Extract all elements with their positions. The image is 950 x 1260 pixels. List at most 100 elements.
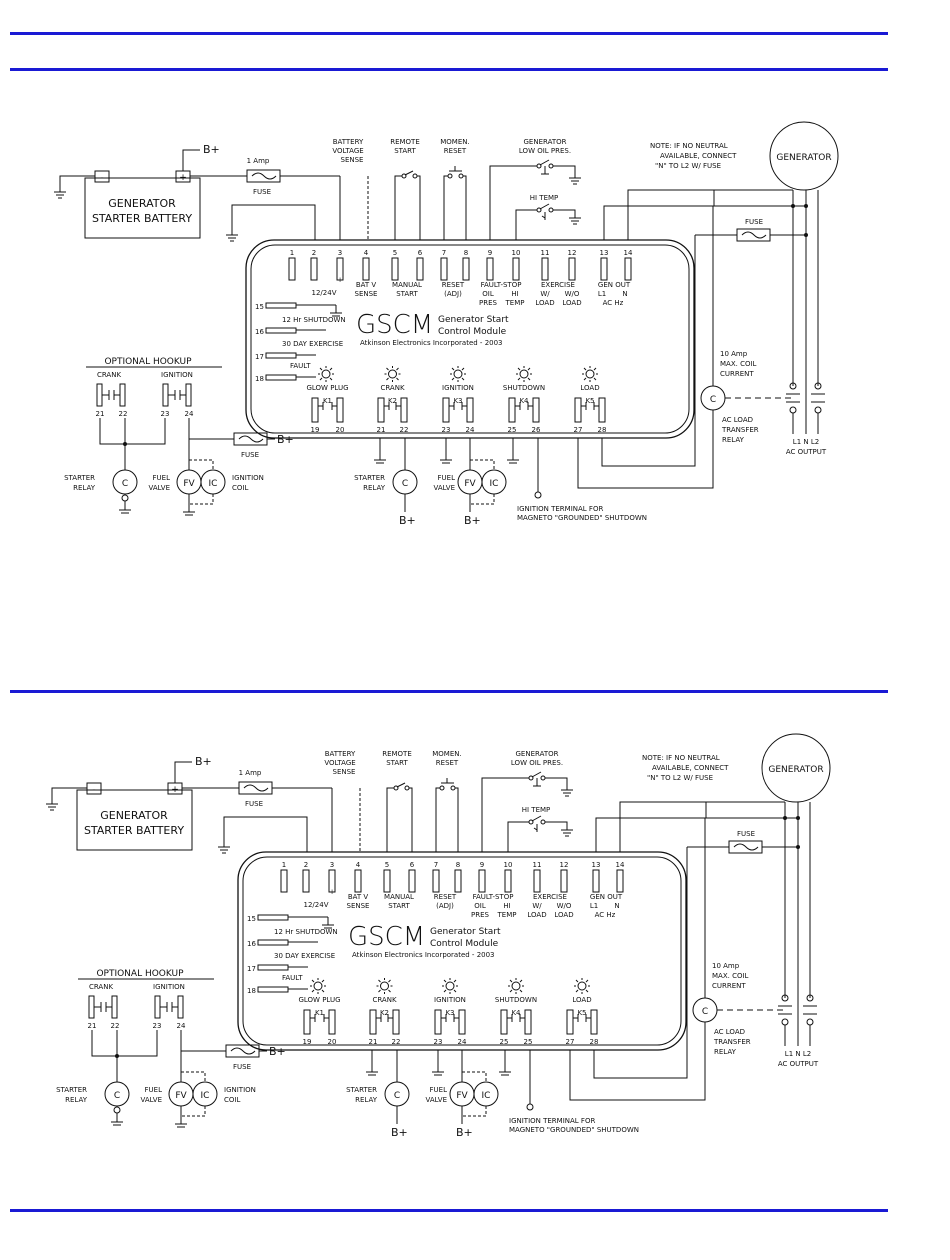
gscm-logo: GSCM Generator Start Control Module Atki…	[356, 310, 509, 347]
relay-terminal	[500, 1009, 508, 1035]
terminal-number: 7	[442, 249, 446, 257]
relay-terminal-number: 19	[311, 426, 320, 434]
terminal-14	[616, 869, 624, 893]
relay-id: K4	[519, 397, 529, 405]
left-bottom-starter-l2-text: RELAY	[73, 484, 96, 492]
relay-id: K5	[585, 397, 594, 405]
terminal-labels-wo-l1-text: W/O	[565, 290, 580, 298]
battery-title-line2-text: STARTER BATTERY	[84, 824, 184, 837]
terminal-11	[541, 257, 549, 281]
terminal-labels-manual-l1-text: MANUAL	[384, 893, 414, 901]
side-terminals-fault-text: FAULT	[290, 362, 311, 370]
terminal-9	[486, 257, 494, 281]
terminal-labels-w-l2-text: LOAD	[527, 911, 546, 919]
load-relay-ac-l1-text: AC LOAD	[722, 416, 753, 424]
relay-terminal	[508, 397, 516, 423]
relay-terminal-number: 27	[574, 426, 583, 434]
relay-terminal-number: 20	[336, 426, 345, 434]
wiring-diagram: - + GENERATOR STARTER BATTERY B+ 1 Amp F…	[46, 733, 831, 1139]
center-bottom-fuel-l2-text: VALVE	[434, 484, 455, 492]
side-terminals-t15-text: 15	[247, 915, 256, 923]
terminal-number: 5	[385, 861, 389, 869]
relay-terminal-number: 23	[442, 426, 451, 434]
left-bottom-c-text: C	[122, 479, 128, 489]
optional-ignition-text: IGNITION	[161, 371, 193, 379]
side-terminals-t16-text: 16	[255, 328, 264, 336]
battery-minus-text: -	[92, 785, 95, 795]
relay-label: IGNITION	[434, 996, 466, 1004]
side-terminals: 15 12 Hr SHUTDOWN 16 30 DAY EXERCISE 17 …	[255, 302, 346, 383]
load-relay-outputs-text: L1 N L2	[785, 1050, 811, 1058]
relay-terminal-number: 28	[598, 426, 607, 434]
terminal-labels-achz-text: AC Hz	[595, 911, 616, 919]
note-l1-text: NOTE: IF NO NEUTRAL	[642, 754, 720, 762]
terminal-labels-faultstop-text: FAULT-STOP	[481, 281, 522, 289]
center-bottom-fv-text: FV	[456, 1091, 468, 1101]
center-bottom-fv-text: FV	[464, 479, 476, 489]
relay-terminal	[458, 1009, 466, 1035]
fuse-top-label-text: FUSE	[245, 800, 263, 808]
logo-company-text: Atkinson Electronics Incorporated - 2003	[352, 951, 495, 959]
left-bottom-fuse-text: FUSE	[233, 1063, 251, 1071]
fuse-right-text: FUSE	[737, 830, 755, 838]
side-terminals: 15 12 Hr SHUTDOWN 16 30 DAY EXERCISE 17 …	[247, 914, 338, 995]
left-bottom-bplus-text: B+	[277, 433, 294, 446]
side-terminals-exercise30-text: 30 DAY EXERCISE	[282, 340, 343, 348]
fuse-top-rating-text: 1 Amp	[239, 769, 262, 777]
terminal-labels-hi-l2-text: TEMP	[497, 911, 517, 919]
terminal-labels-l1-text: L1	[598, 290, 606, 298]
terminal-number: 10	[504, 861, 513, 869]
left-bottom-ign-l2-text: COIL	[232, 484, 248, 492]
terminal-labels-pm3-text: +	[329, 888, 335, 896]
terminal-labels-wo-l1-text: W/O	[557, 902, 572, 910]
terminal-labels-manual-l2-text: START	[396, 290, 418, 298]
load-relay-outputs-text: L1 N L2	[793, 438, 819, 446]
side-terminals-shutdown12-text: 12 Hr SHUTDOWN	[274, 928, 338, 936]
terminal-number: 6	[418, 249, 423, 257]
relay-terminal-number: 26	[532, 426, 541, 434]
center-bottom-c-text: C	[394, 1091, 400, 1101]
logo-line1-text: Generator Start	[430, 927, 501, 937]
load-relay-rating-l2-text: MAX. COIL	[712, 972, 749, 980]
optional-hookup: OPTIONAL HOOKUP CRANK IGNITION 21 22 23 …	[78, 969, 226, 1082]
terminal-labels-hi-l2-text: TEMP	[505, 299, 525, 307]
load-relay-rating-l2-text: MAX. COIL	[720, 360, 757, 368]
optional-t24-text: 24	[185, 410, 194, 418]
optional-t23-text: 23	[161, 410, 170, 418]
terminal-labels-pm1-text: -	[291, 276, 294, 284]
load-relay-c-text: C	[702, 1007, 708, 1017]
left-bottom-c-text: C	[114, 1091, 120, 1101]
note-l1-text: NOTE: IF NO NEUTRAL	[650, 142, 728, 150]
relay-terminal	[442, 397, 450, 423]
relay-terminal	[369, 1009, 377, 1035]
terminal-number: 4	[364, 249, 369, 257]
terminal-2	[302, 869, 310, 893]
relay-terminal	[328, 1009, 336, 1035]
logo-company-text: Atkinson Electronics Incorporated - 2003	[360, 339, 503, 347]
terminal-labels-wo-l2-text: LOAD	[562, 299, 581, 307]
top-labels-battery-voltage-l2-text: VOLTAGE	[332, 147, 363, 155]
battery-title-line1-text: GENERATOR	[108, 197, 176, 210]
lamp-icon	[585, 369, 595, 379]
top-labels-momen-l2-text: RESET	[436, 759, 459, 767]
side-terminals-t17-text: 17	[255, 353, 264, 361]
center-bottom-ic-text: IC	[490, 479, 499, 489]
relay-label: LOAD	[572, 996, 591, 1004]
relay-id: K2	[380, 1009, 389, 1017]
logo-line2-text: Control Module	[430, 939, 499, 949]
left-bottom-ign-l1-text: IGNITION	[224, 1086, 256, 1094]
terminal-labels-pm2-text: -	[304, 888, 307, 896]
load-relay-ac-output-text: AC OUTPUT	[778, 1060, 819, 1068]
top-labels-gen-oil-l1-text: GENERATOR	[524, 138, 567, 146]
center-bottom-ign-term-l1-text: IGNITION TERMINAL FOR	[509, 1117, 595, 1125]
top-labels-remote-l1-text: REMOTE	[382, 750, 412, 758]
note-l3-text: "N" TO L2 W/ FUSE	[647, 774, 713, 782]
center-bottom-fuel-l1-text: FUEL	[430, 1086, 448, 1094]
terminal-12	[560, 869, 568, 893]
top-labels-battery-voltage-l2-text: VOLTAGE	[324, 759, 355, 767]
relay-terminal-number: 25	[508, 426, 517, 434]
relay-label: CRANK	[372, 996, 396, 1004]
